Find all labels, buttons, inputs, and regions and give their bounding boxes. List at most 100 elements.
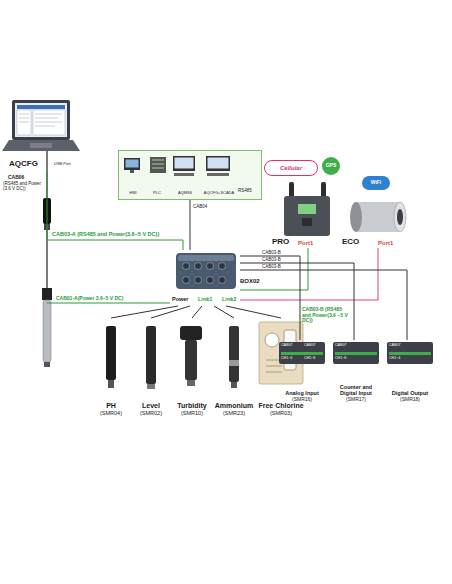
cable-line <box>151 306 190 318</box>
module-node: Digital Output(SMR18) <box>385 340 435 402</box>
node-text: PLC <box>153 191 161 195</box>
cable-line <box>192 306 202 318</box>
logger-node: PRO Port1 <box>270 182 335 248</box>
hmi-stand <box>130 170 134 173</box>
eco-logger <box>350 202 406 232</box>
device-box: PLC <box>147 155 167 195</box>
module-node: Counter and Digital Input(SMR17) <box>331 340 381 402</box>
ph-probe <box>106 326 116 380</box>
text-label: CH1~8 <box>335 357 346 361</box>
cylinder-body <box>356 202 400 232</box>
text-label: CAB07 <box>304 344 315 348</box>
node-text: (SMR17) <box>346 397 366 403</box>
probe-tip <box>147 384 155 389</box>
node-text: Turbidity <box>177 402 206 410</box>
node-text: (SMR10) <box>181 410 203 416</box>
text-label: (RS485 and Power (3.6 V DC)) <box>3 182 45 192</box>
node-text: PH <box>106 402 116 410</box>
probe-tip <box>231 382 237 388</box>
junction-box-node: BOX02PowerLink1Link2 <box>170 250 240 306</box>
cable-label: CAB03-A (RS485 and Power(3.6~5 V DC)) <box>52 231 159 237</box>
pc-screen <box>208 158 229 169</box>
connector <box>183 277 190 284</box>
text-label: CH1~4 <box>389 357 400 361</box>
device-box: AQMS6 <box>171 155 199 195</box>
connector <box>183 263 190 270</box>
probe-band <box>229 360 239 366</box>
node-text: (SMR04) <box>100 410 122 416</box>
text-label: CAB07 <box>281 344 292 348</box>
node-text: AQMS6 <box>178 191 192 195</box>
turbidity-body <box>185 340 197 380</box>
window-pane <box>33 110 65 135</box>
node-text: ECO <box>342 238 359 247</box>
ammonium-probe <box>229 326 239 382</box>
keypad <box>302 218 312 226</box>
module-node: Analog Input(SMR16) <box>277 340 327 402</box>
logger-body <box>284 196 330 236</box>
node-text: PRO <box>272 238 289 247</box>
node-text: GPS <box>326 163 337 169</box>
module-body <box>279 342 325 364</box>
antenna <box>289 182 294 198</box>
node-text: RS485 <box>238 189 252 194</box>
logger-screen <box>298 204 316 214</box>
wifi-bubble: WiFi <box>362 176 390 190</box>
cable-line <box>240 248 308 290</box>
connector <box>219 263 226 270</box>
node-text: Link1 <box>198 296 212 302</box>
probe <box>42 288 52 367</box>
cable-line <box>190 200 191 250</box>
node-text: AQCFG+SCADA <box>204 191 234 195</box>
cable-line <box>240 248 378 300</box>
pro-logger <box>284 182 330 236</box>
node-text: Cellular <box>280 165 302 172</box>
terminal-block <box>335 352 377 355</box>
turbidity-head <box>180 326 202 340</box>
text-label: CH1~4 <box>281 357 292 361</box>
cable-label: CAB03-B <box>262 265 281 270</box>
keyboard <box>207 173 229 176</box>
box-lid <box>178 255 234 261</box>
node-text: Power <box>172 296 189 302</box>
node-text: BOX02 <box>240 278 260 285</box>
pc-icon <box>206 156 230 171</box>
node-text: WiFi <box>371 180 382 186</box>
power-wire <box>47 303 170 304</box>
cable-line <box>240 270 407 340</box>
junction-box <box>176 253 236 289</box>
cable-line <box>240 256 300 340</box>
sensors <box>106 322 303 389</box>
laptop-lid <box>12 100 70 140</box>
network-icons <box>124 156 230 176</box>
hmi-screen <box>126 160 139 168</box>
box02-device <box>176 253 236 289</box>
text-label: USB Port <box>54 162 71 166</box>
device-box: HMI <box>123 155 143 195</box>
cellular-bubble: Cellular <box>264 160 318 176</box>
node-text: HMI <box>129 191 136 195</box>
node-text: (SMR02) <box>140 410 162 416</box>
cable-line <box>226 306 281 318</box>
cable-label: CAB03-B <box>262 251 281 256</box>
probe-cap <box>42 288 52 300</box>
text-label: CAB07 <box>335 344 346 348</box>
node-text: (SMR16) <box>292 397 312 403</box>
window-lines <box>19 114 62 126</box>
terminal-block <box>389 352 431 355</box>
connector <box>219 277 226 284</box>
node-text: Counter and Digital Input <box>331 384 381 396</box>
laptop-base <box>2 140 80 151</box>
probe-tip <box>44 362 50 367</box>
laptop-screen <box>15 103 67 137</box>
sensor-node: PH(SMR04) <box>95 318 127 416</box>
plc-terminals <box>152 160 164 168</box>
node-text: Port1 <box>378 240 393 247</box>
sensor-node: Ammonium(SMR23) <box>215 318 253 416</box>
pc-icon <box>173 156 195 171</box>
node-text: Port1 <box>298 240 313 247</box>
